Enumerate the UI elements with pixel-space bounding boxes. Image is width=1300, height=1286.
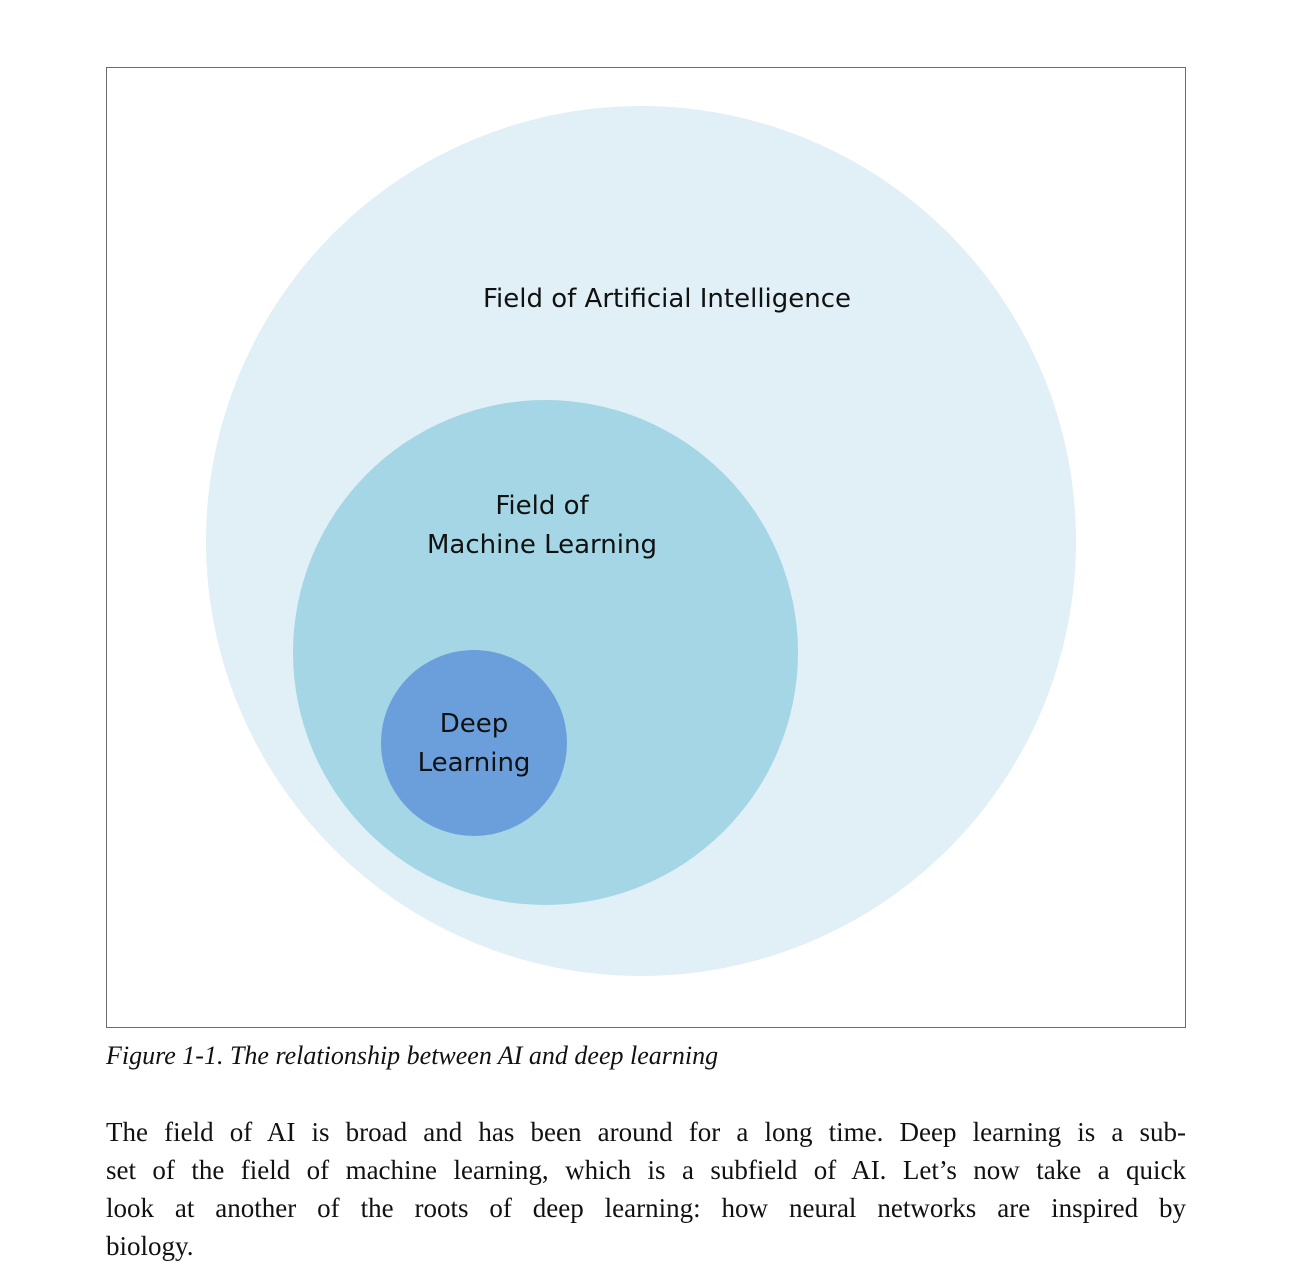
machine-learning-label-line2: Machine Learning — [427, 530, 657, 560]
ai-label: Field of Artificial Intelligence — [367, 280, 967, 319]
deep-learning-label-line1: Deep — [439, 709, 509, 739]
body-paragraph: The field of AI is broad and has been ar… — [106, 1113, 1186, 1265]
figure-frame: Field of Artificial Intelligence Field o… — [106, 67, 1186, 1028]
paragraph-line: look at another of the roots of deep lea… — [106, 1193, 1186, 1223]
machine-learning-label-line1: Field of — [495, 491, 589, 521]
deep-learning-label: Deep Learning — [374, 705, 574, 783]
figure-caption: Figure 1-1. The relationship between AI … — [106, 1041, 719, 1070]
machine-learning-label: Field of Machine Learning — [342, 487, 742, 565]
paragraph-line: set of the field of machine learning, wh… — [106, 1155, 1186, 1185]
deep-learning-circle — [381, 650, 567, 836]
ai-label-text: Field of Artificial Intelligence — [482, 284, 852, 314]
paragraph-line: The field of AI is broad and has been ar… — [106, 1117, 1186, 1147]
paragraph-line: biology. — [106, 1231, 194, 1261]
machine-learning-circle — [293, 400, 798, 905]
deep-learning-label-line2: Learning — [417, 748, 531, 778]
